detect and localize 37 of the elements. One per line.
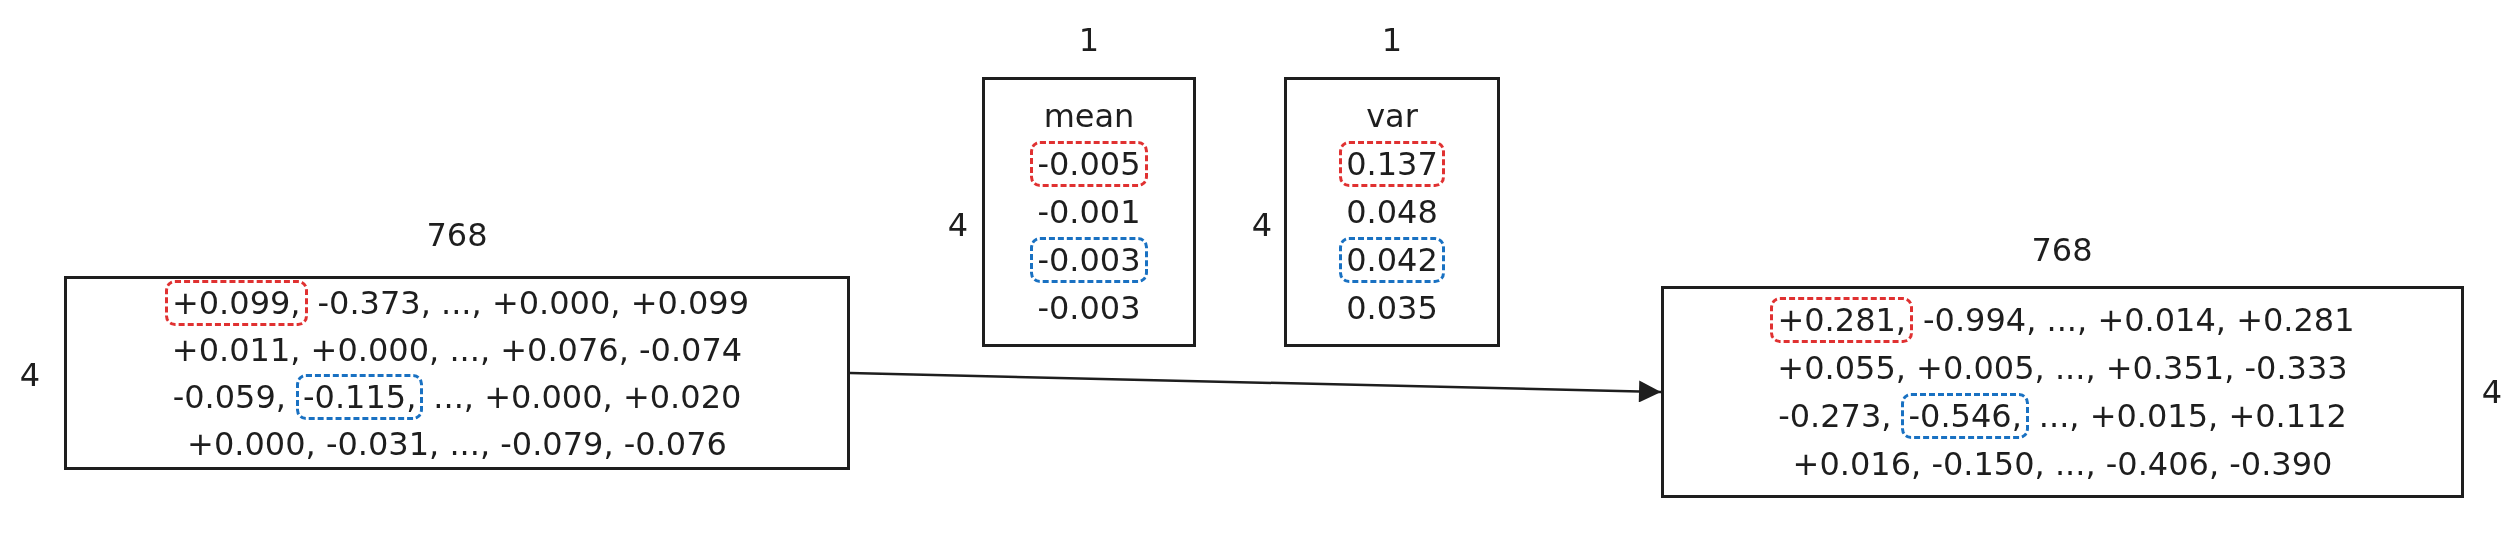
highlighted-value: -0.003 — [1030, 237, 1148, 283]
dimension-label: 1 — [1381, 21, 1403, 59]
value-text: -0.003 — [1037, 289, 1141, 327]
highlighted-value: -0.115, — [295, 373, 424, 420]
highlighted-value: +0.281, — [1770, 297, 1913, 343]
vector-box — [982, 77, 1196, 347]
dimension-label: 4 — [947, 206, 969, 244]
dimension-label: 4 — [19, 356, 41, 394]
matrix-box — [1661, 286, 2464, 498]
dimension-label: 1 — [1078, 21, 1100, 59]
vector-box — [1284, 77, 1500, 347]
highlighted-value: 0.137 — [1339, 141, 1445, 187]
highlighted-value: -0.005 — [1030, 141, 1148, 187]
value-text: 0.035 — [1346, 289, 1438, 327]
matrix-row-text: ..., +0.000, +0.020 — [433, 377, 742, 416]
highlighted-value: -0.546, — [1901, 393, 2029, 439]
matrix-row-text: +0.016, -0.150, ..., -0.406, -0.390 — [1792, 445, 2333, 483]
value-text: -0.001 — [1037, 193, 1141, 231]
matrix-row-text: -0.373, ..., +0.000, +0.099 — [317, 283, 750, 322]
value-text: 0.048 — [1346, 193, 1438, 231]
highlighted-value: 0.042 — [1339, 237, 1445, 283]
matrix-row-text: +0.055, +0.005, ..., +0.351, -0.333 — [1777, 349, 2348, 387]
matrix-row-text: -0.273, — [1778, 397, 1892, 435]
dimension-label: 768 — [2031, 231, 2093, 269]
matrix-row-text: +0.000, -0.031, ..., -0.079, -0.076 — [187, 424, 727, 463]
matrix-row-text: +0.011, +0.000, ..., +0.076, -0.074 — [171, 330, 743, 369]
matrix-row-text: ..., +0.015, +0.112 — [2038, 397, 2347, 435]
matrix-box — [64, 276, 850, 470]
column-heading: mean — [1043, 97, 1135, 135]
dimension-label: 4 — [1251, 206, 1273, 244]
dimension-label: 768 — [426, 216, 488, 254]
matrix-row-text: -0.059, — [172, 377, 286, 416]
highlighted-value: +0.099, — [164, 279, 308, 326]
matrix-row-text: -0.994, ..., +0.014, +0.281 — [1923, 301, 2355, 339]
column-heading: var — [1366, 97, 1418, 135]
dimension-label: 4 — [2481, 373, 2503, 411]
arrow — [849, 371, 1662, 403]
